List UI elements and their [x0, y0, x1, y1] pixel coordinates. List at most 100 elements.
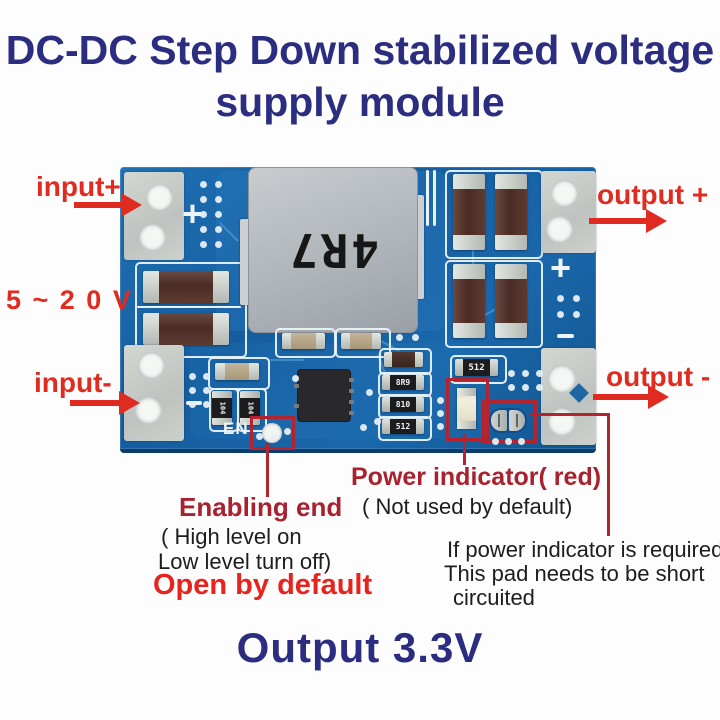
resistor: 512 [455, 359, 498, 376]
connector-line-en [266, 443, 269, 497]
via-dot [215, 241, 222, 248]
via-dot [557, 311, 564, 318]
capacitor [282, 333, 325, 349]
via-dot [200, 196, 207, 203]
via-dot [200, 211, 207, 218]
plus-silkscreen: + [182, 193, 204, 234]
product-title-line2: supply module [215, 79, 505, 125]
via-dot [215, 181, 222, 188]
ic-pin [294, 404, 299, 408]
via-dot [256, 433, 263, 440]
enabling-end-label: Enabling end [179, 492, 343, 522]
inductor-marking: 4R7 [286, 223, 380, 277]
via-dot [492, 438, 499, 445]
ic-pin [294, 384, 299, 388]
through-hole [139, 224, 166, 251]
input-plus-arrow [74, 202, 122, 208]
resistor-marking: 810 [390, 397, 416, 412]
resistor: 512 [382, 419, 424, 434]
trace [472, 229, 474, 275]
short-pad-half [509, 410, 525, 431]
silkscreen-box [335, 328, 391, 358]
through-hole [548, 365, 576, 393]
short-pad-highlight-box [482, 400, 537, 443]
capacitor [384, 352, 423, 367]
ic-pin [349, 400, 354, 404]
output-minus-label: output - [606, 361, 711, 392]
silkscreen-box [378, 394, 432, 419]
input-plus-label: input+ [36, 171, 121, 202]
output-plus-label: output + [597, 179, 709, 210]
resistor: 104 [212, 391, 232, 425]
product-title-line1: DC-DC Step Down stabilized voltage [5, 27, 715, 73]
via-dot [437, 423, 444, 430]
via-dot [573, 311, 580, 318]
via-dot [189, 387, 196, 394]
via-dot [284, 428, 291, 435]
via-dot [215, 211, 222, 218]
through-hole [146, 184, 173, 211]
via-dot [374, 418, 381, 425]
power-led [457, 388, 476, 429]
connector-line-short-pad-v [607, 413, 610, 536]
open-by-default-label: Open by default [153, 569, 373, 601]
input-plus-pad [124, 172, 184, 260]
capacitor [495, 174, 527, 250]
silkscreen-box [450, 355, 507, 384]
voltage-range-label: 5 ~ 2 0 V [6, 285, 133, 315]
power-indicator-label: Power indicator( red) [351, 463, 602, 491]
ic-pin [349, 389, 354, 393]
through-hole [138, 352, 165, 379]
silkscreen-box [135, 262, 247, 358]
resistor-marking: 104 [218, 401, 226, 415]
inductor-terminal [240, 219, 250, 305]
led-highlight-box [446, 378, 489, 441]
short-pad-note-line3: circuited [453, 585, 535, 610]
short-pad-half [491, 410, 507, 431]
via-dot [437, 410, 444, 417]
inductor-terminal [414, 195, 424, 299]
output-minus-pad [541, 348, 596, 445]
via-dot [189, 401, 196, 408]
via-dot [366, 389, 373, 396]
enabling-note-line1: ( High level on [161, 524, 302, 549]
ic-pin [349, 378, 354, 382]
ic-chip [294, 369, 354, 422]
silkscreen-box [378, 416, 432, 441]
capacitor [215, 363, 259, 380]
via-dot [508, 370, 515, 377]
via-dot [203, 387, 210, 394]
via-dot [200, 226, 207, 233]
via-dot [522, 370, 529, 377]
plus-silkscreen: + [550, 247, 572, 288]
through-hole [551, 180, 578, 207]
via-dot [270, 433, 277, 440]
via-dot [203, 401, 210, 408]
via-dot [292, 375, 299, 382]
silkscreen-line [137, 306, 241, 308]
via-dot [573, 295, 580, 302]
power-indicator-note: ( Not used by default) [362, 494, 573, 519]
resistor: 810 [382, 397, 424, 412]
output-plus-arrow [589, 218, 647, 224]
capacitor [143, 313, 229, 345]
resistor-marking: 512 [463, 359, 490, 376]
capacitor [341, 333, 381, 349]
output-spec-label: Output 3.3V [236, 624, 484, 671]
via-dot [215, 226, 222, 233]
via-dot [203, 373, 210, 380]
en-silkscreen-label: EN [223, 419, 249, 438]
via-dot [536, 384, 543, 391]
trace [270, 359, 304, 361]
resistor-marking: 104 [246, 401, 254, 415]
resistor-marking: 512 [390, 419, 416, 434]
capacitor [453, 264, 485, 338]
connector-line-short-pad-h [529, 413, 610, 416]
via-dot [189, 373, 196, 380]
inductor: 4R7 [248, 167, 418, 333]
capacitor [143, 271, 229, 303]
ic-pin [349, 411, 354, 415]
via-dot [396, 334, 403, 341]
via-dot [508, 384, 515, 391]
